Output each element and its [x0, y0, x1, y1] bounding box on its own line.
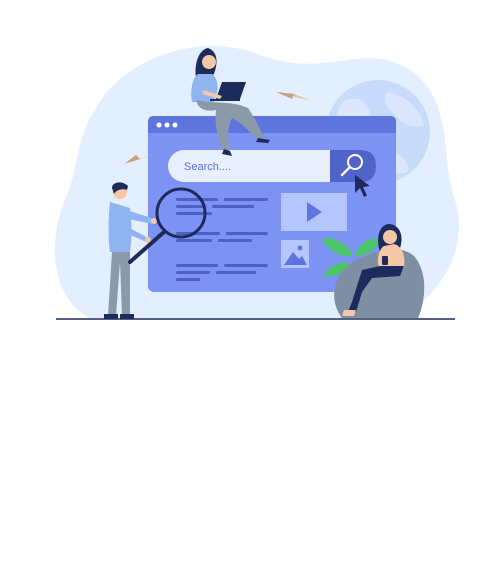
window-dot-1 — [156, 122, 162, 128]
result-line — [176, 232, 220, 235]
result-line — [226, 232, 268, 235]
paper-plane-icon — [124, 152, 160, 164]
plant-icon — [322, 238, 380, 277]
paper-plane-icon — [276, 92, 312, 101]
result-line — [176, 239, 212, 242]
window-dot-2 — [164, 122, 170, 128]
result-line — [176, 205, 206, 208]
search-input[interactable] — [168, 150, 376, 182]
search-placeholder-text: Search.... — [184, 161, 231, 173]
result-line — [176, 212, 212, 215]
play-icon — [307, 202, 322, 222]
woman-on-beanbag — [334, 224, 425, 318]
search-results — [176, 198, 268, 281]
window-dot-3 — [172, 122, 178, 128]
result-line — [218, 239, 252, 242]
search-bar[interactable]: Search.... — [168, 150, 376, 182]
result-line — [176, 198, 218, 201]
image-icon — [284, 245, 307, 265]
result-line — [216, 271, 256, 274]
result-line — [212, 205, 254, 208]
magnifier-icon — [128, 187, 207, 264]
cursor-arrow-icon — [355, 175, 370, 197]
magnifier-icon — [340, 154, 363, 177]
result-line — [224, 198, 268, 201]
result-line — [176, 271, 210, 274]
result-line — [176, 278, 200, 281]
result-line — [224, 264, 268, 267]
result-line — [176, 264, 218, 267]
video-tile[interactable] — [281, 193, 347, 231]
image-tile[interactable] — [281, 240, 309, 268]
phone-icon — [382, 256, 388, 265]
laptop-icon — [210, 82, 246, 101]
man-with-magnifier — [104, 182, 207, 319]
woman-with-laptop — [191, 48, 270, 156]
